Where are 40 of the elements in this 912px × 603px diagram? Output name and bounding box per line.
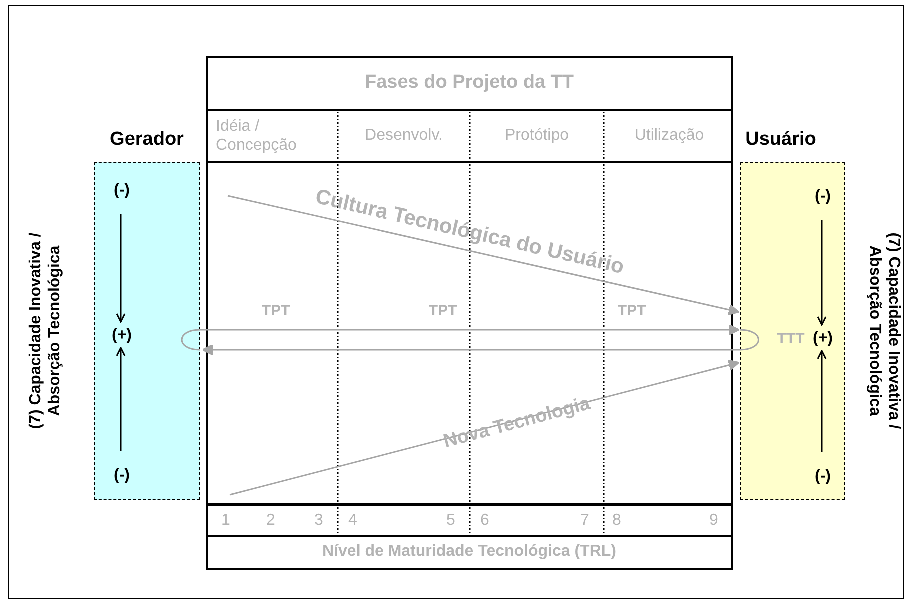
trl-number: 1: [222, 513, 230, 529]
panel-footer-title: Nível de Maturidade Tecnológica (TRL): [322, 544, 618, 560]
trl-number: 5: [446, 513, 456, 529]
transfer-label: TPT: [428, 304, 458, 318]
arrow: [182, 324, 740, 351]
phase-text: Idéia / Concepção: [215, 117, 298, 155]
column-heading: Gerador: [110, 130, 184, 149]
transfer-label: TPT: [618, 304, 646, 318]
trl-number: 3: [314, 513, 324, 529]
sign-text: (+): [813, 331, 833, 347]
arrow: [202, 329, 760, 356]
vertical-caption: (7) Capacidade Inovativa / Absorção Tecnológica: [866, 232, 904, 432]
arrow: [230, 360, 740, 496]
arrow: [228, 195, 740, 316]
transfer-label: TTT: [777, 332, 805, 346]
edge-label: TPT: [262, 304, 290, 318]
dashed-box: [94, 162, 200, 500]
column-heading: Usuário: [746, 130, 816, 149]
panel-title: Fases do Projeto da TT: [364, 73, 576, 92]
sign-text: (-): [815, 469, 831, 485]
sign-text: (-): [114, 468, 130, 484]
vertical-caption: (7) Capacidade Inovativa / Absorção Tecnológica: [26, 232, 64, 432]
sign-text: (+): [112, 328, 132, 344]
trl-number: 4: [348, 513, 358, 529]
sign-text: (-): [815, 189, 831, 205]
phase-text: Protótipo: [504, 126, 570, 145]
trl-number: 8: [612, 513, 622, 529]
arrow: [817, 220, 827, 326]
trl-number: 6: [480, 513, 490, 529]
arrow: [817, 350, 827, 452]
arrow: [116, 214, 126, 323]
trl-number: 2: [266, 513, 276, 529]
phase-text: Utilização: [634, 126, 706, 145]
sign-text: (-): [114, 183, 130, 199]
arrow: [116, 347, 126, 451]
dashed-box: [740, 162, 845, 500]
project-panel: [206, 56, 733, 570]
trl-number: 9: [710, 513, 718, 529]
trl-number: 7: [580, 513, 590, 529]
phase-text: Desenvolv.: [364, 126, 444, 145]
